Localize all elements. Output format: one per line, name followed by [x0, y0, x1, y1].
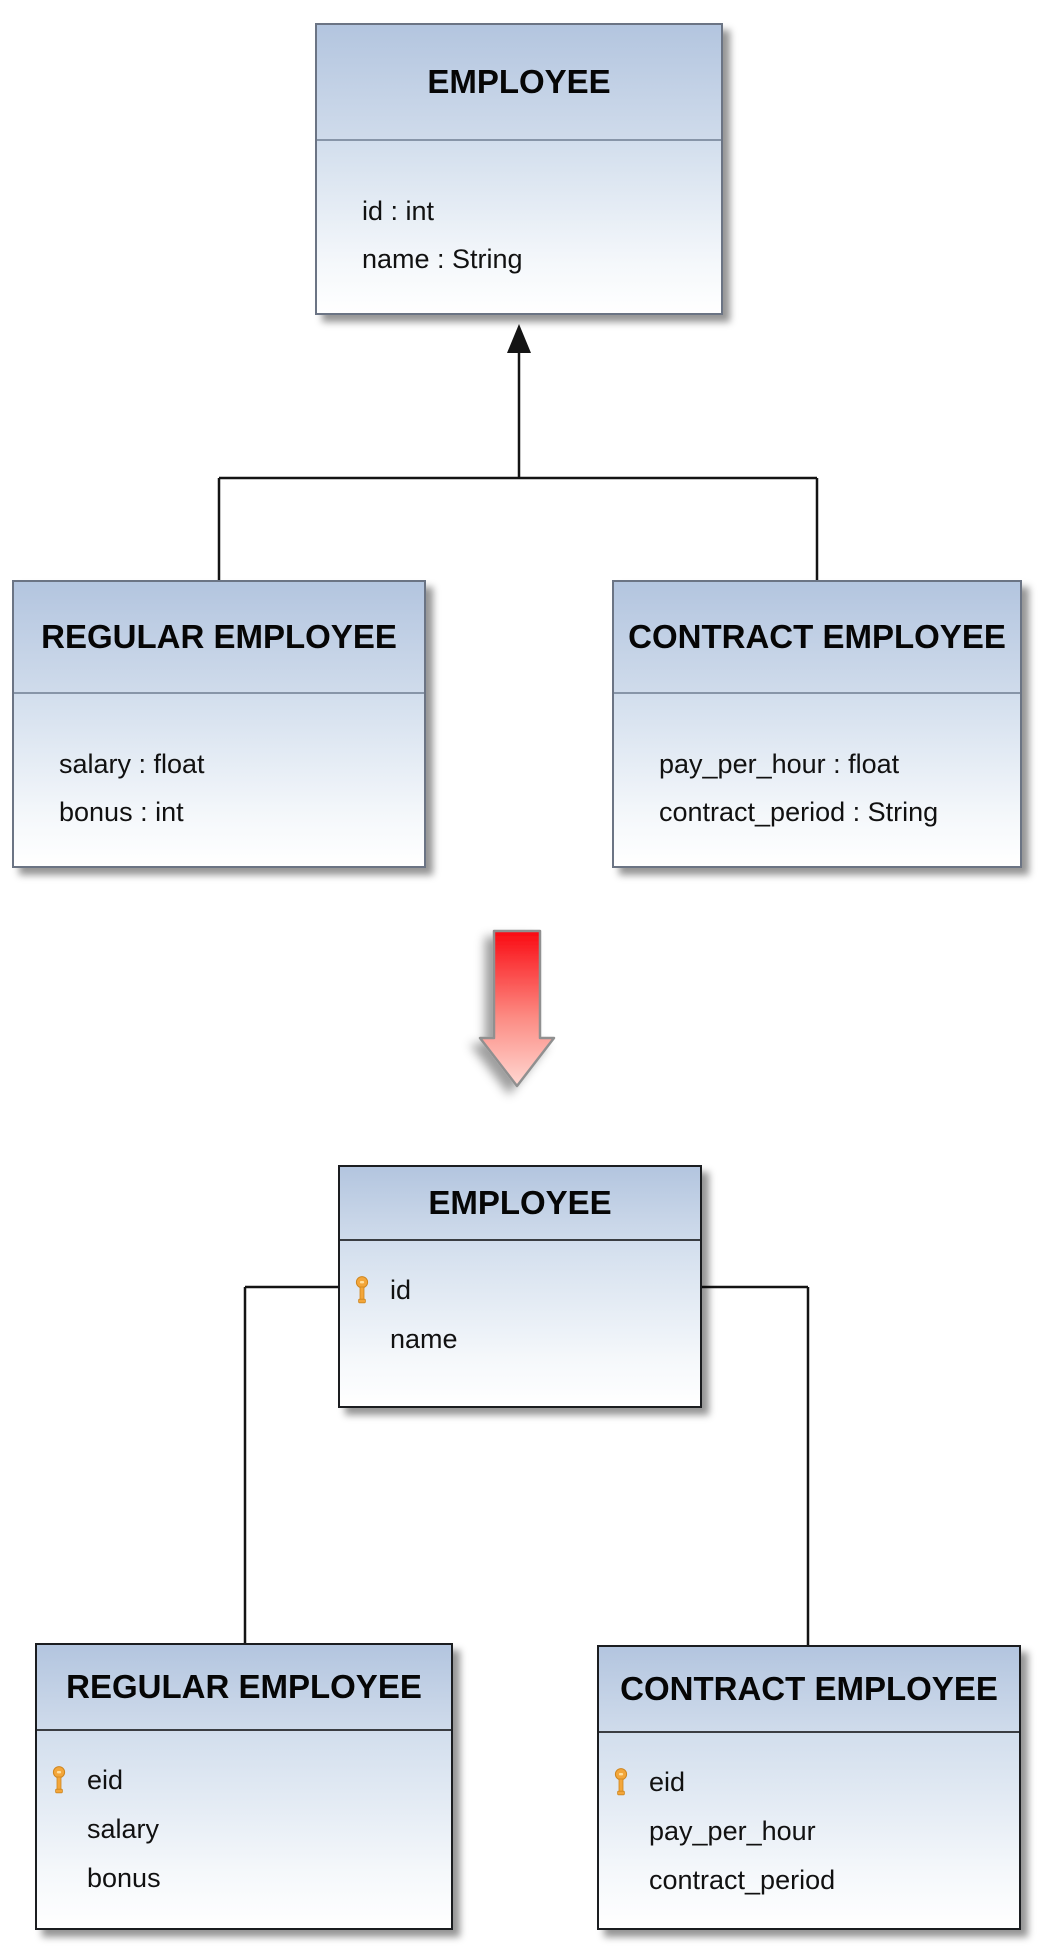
column-name: pay_per_hour — [649, 1816, 816, 1846]
er-table-contract-employee: CONTRACT EMPLOYEE eid pay_per_hour contr… — [597, 1645, 1021, 1930]
class-attribute: pay_per_hour : float — [659, 749, 900, 779]
table-column-row: pay_per_hour — [599, 1816, 1019, 1846]
uml-class-employee: EMPLOYEE id : int name : String — [315, 23, 723, 315]
er-table-regular-employee: REGULAR EMPLOYEE eid salary bonus — [35, 1643, 453, 1930]
table-column-row: eid — [599, 1767, 1019, 1797]
class-attribute: id : int — [362, 196, 435, 226]
table-columns: id name — [340, 1241, 700, 1406]
table-title: REGULAR EMPLOYEE — [37, 1645, 451, 1731]
table-column-row: bonus — [37, 1863, 451, 1893]
table-column-row: id — [340, 1275, 700, 1305]
class-title: REGULAR EMPLOYEE — [14, 582, 424, 694]
class-attribute: contract_period : String — [659, 797, 939, 827]
table-column-row: eid — [37, 1765, 451, 1795]
class-attribute: bonus : int — [59, 797, 184, 827]
class-attribute: salary : float — [59, 749, 205, 779]
table-title: CONTRACT EMPLOYEE — [599, 1647, 1019, 1733]
uml-class-regular-employee: REGULAR EMPLOYEE salary : float bonus : … — [12, 580, 426, 868]
class-title: CONTRACT EMPLOYEE — [614, 582, 1020, 694]
column-name: eid — [87, 1765, 124, 1795]
table-columns: eid salary bonus — [37, 1731, 451, 1928]
generalization-arrowhead-icon — [507, 324, 531, 353]
table-title: EMPLOYEE — [340, 1167, 700, 1241]
column-name: contract_period — [649, 1865, 836, 1895]
class-attribute: name : String — [362, 244, 523, 274]
table-column-row: name — [340, 1324, 700, 1354]
er-table-employee: EMPLOYEE id name — [338, 1165, 702, 1408]
class-title: EMPLOYEE — [317, 25, 721, 141]
class-attributes: salary : float bonus : int — [14, 694, 424, 866]
column-name: name — [390, 1324, 458, 1354]
class-attributes: id : int name : String — [317, 141, 721, 313]
table-column-row: contract_period — [599, 1865, 1019, 1895]
column-name: id — [390, 1275, 412, 1305]
generalization-connector — [217, 352, 819, 580]
mapping-arrow-icon — [478, 929, 556, 1088]
column-name: eid — [649, 1767, 686, 1797]
uml-class-contract-employee: CONTRACT EMPLOYEE pay_per_hour : float c… — [612, 580, 1022, 868]
primary-key-icon — [355, 1276, 369, 1304]
table-columns: eid pay_per_hour contract_period — [599, 1733, 1019, 1928]
class-attributes: pay_per_hour : float contract_period : S… — [614, 694, 1020, 866]
primary-key-icon — [52, 1766, 66, 1794]
column-name: salary — [87, 1814, 160, 1844]
primary-key-icon — [614, 1768, 628, 1796]
column-name: bonus — [87, 1863, 161, 1893]
table-column-row: salary — [37, 1814, 451, 1844]
